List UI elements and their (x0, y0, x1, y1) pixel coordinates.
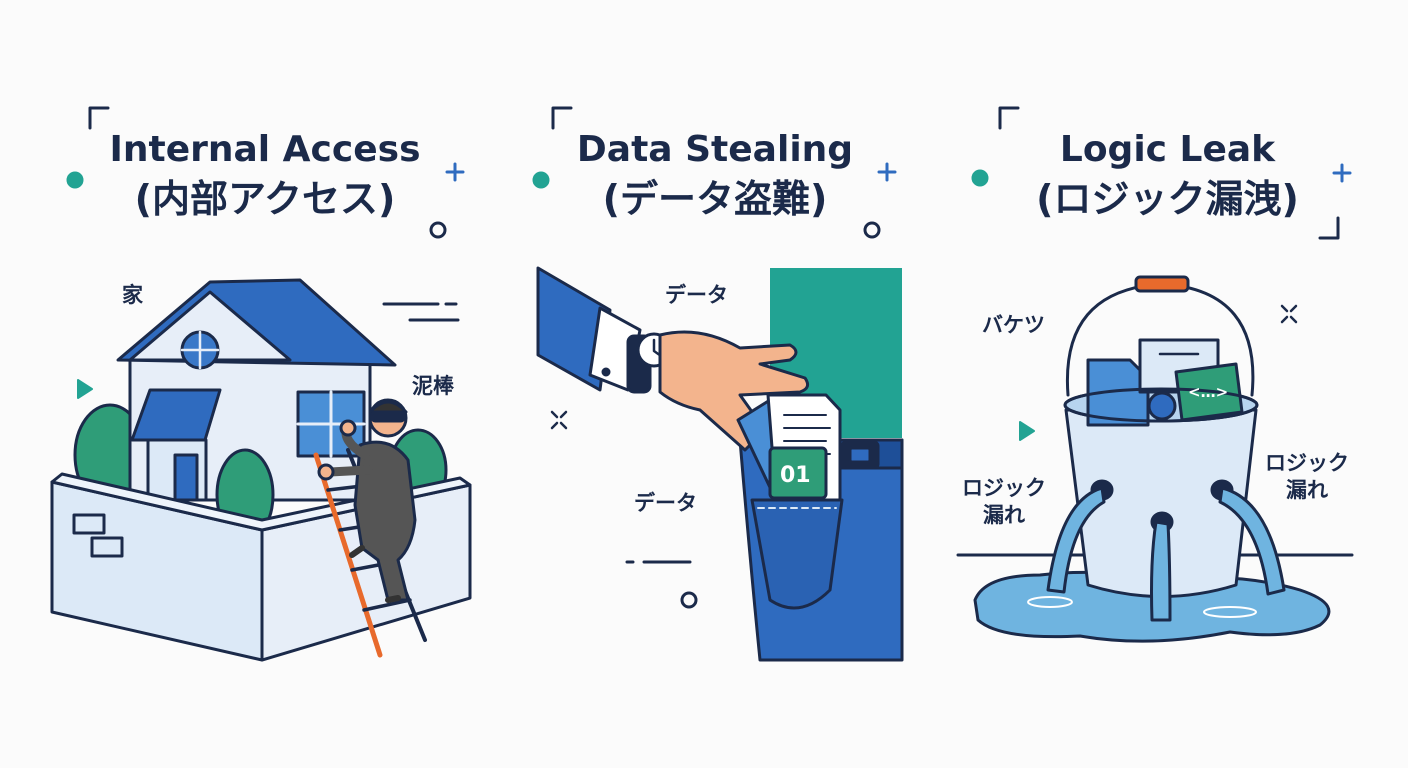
panel-1-title-en: Internal Access (109, 129, 421, 170)
file-code-label: 01 (780, 463, 811, 488)
water-leak-icon (1046, 479, 1286, 622)
logic-leak-right-line-2: 漏れ (1286, 478, 1328, 503)
document-icon (736, 393, 842, 502)
house-label: 家 (122, 283, 143, 307)
panel-1-title: Internal Access (内部アクセス) (85, 128, 445, 223)
circle-icon (532, 171, 550, 189)
panel-2-title: Data Stealing (データ盗難) (545, 128, 885, 223)
thief-icon (317, 398, 417, 603)
sleeve-icon (536, 266, 642, 392)
hand-icon (658, 330, 810, 452)
sparkle-icon (550, 410, 568, 430)
panel-1-title-ja: (内部アクセス) (134, 177, 396, 222)
circle-icon (863, 221, 881, 239)
circle-icon (66, 171, 84, 189)
bucket-icon (1063, 275, 1259, 598)
data-label-bottom: データ (634, 491, 697, 515)
panel-2-title-en: Data Stealing (576, 129, 854, 170)
bucket-label: バケツ (982, 313, 1045, 337)
panel-3-title: Logic Leak (ロジック漏洩) (995, 128, 1340, 223)
corner-bracket-icon (551, 106, 573, 130)
logic-leak-label-right: ロジック 漏れ (1265, 450, 1349, 505)
plus-icon (445, 162, 465, 182)
panel-2-title-ja: (データ盗難) (602, 177, 828, 222)
sparkle-icon (1280, 304, 1298, 324)
circle-icon (971, 169, 989, 187)
logic-leak-label-left: ロジック 漏れ (962, 475, 1046, 530)
pocket-icon (750, 498, 844, 610)
circle-icon (680, 591, 698, 609)
data-label-top: データ (665, 283, 728, 307)
speed-lines-icon (382, 302, 460, 322)
logic-leak-left-line-2: 漏れ (983, 503, 1025, 528)
code-tag-label: <…> (1188, 383, 1229, 401)
logic-leak-left-line-1: ロジック (962, 476, 1046, 500)
circle-icon (429, 221, 447, 239)
plus-icon (1332, 163, 1352, 183)
thief-label: 泥棒 (412, 374, 454, 398)
corner-bracket-icon (88, 106, 110, 130)
corner-bracket-icon (998, 106, 1020, 130)
logic-leak-right-line-1: ロジック (1265, 451, 1349, 475)
corner-bracket-icon (1318, 216, 1340, 240)
play-icon (1019, 421, 1035, 441)
panel-3-title-en: Logic Leak (1059, 129, 1276, 170)
wall-icon (50, 448, 472, 662)
play-icon (77, 379, 93, 399)
plus-icon (877, 162, 897, 182)
panel-3-title-ja: (ロジック漏洩) (1036, 177, 1299, 222)
